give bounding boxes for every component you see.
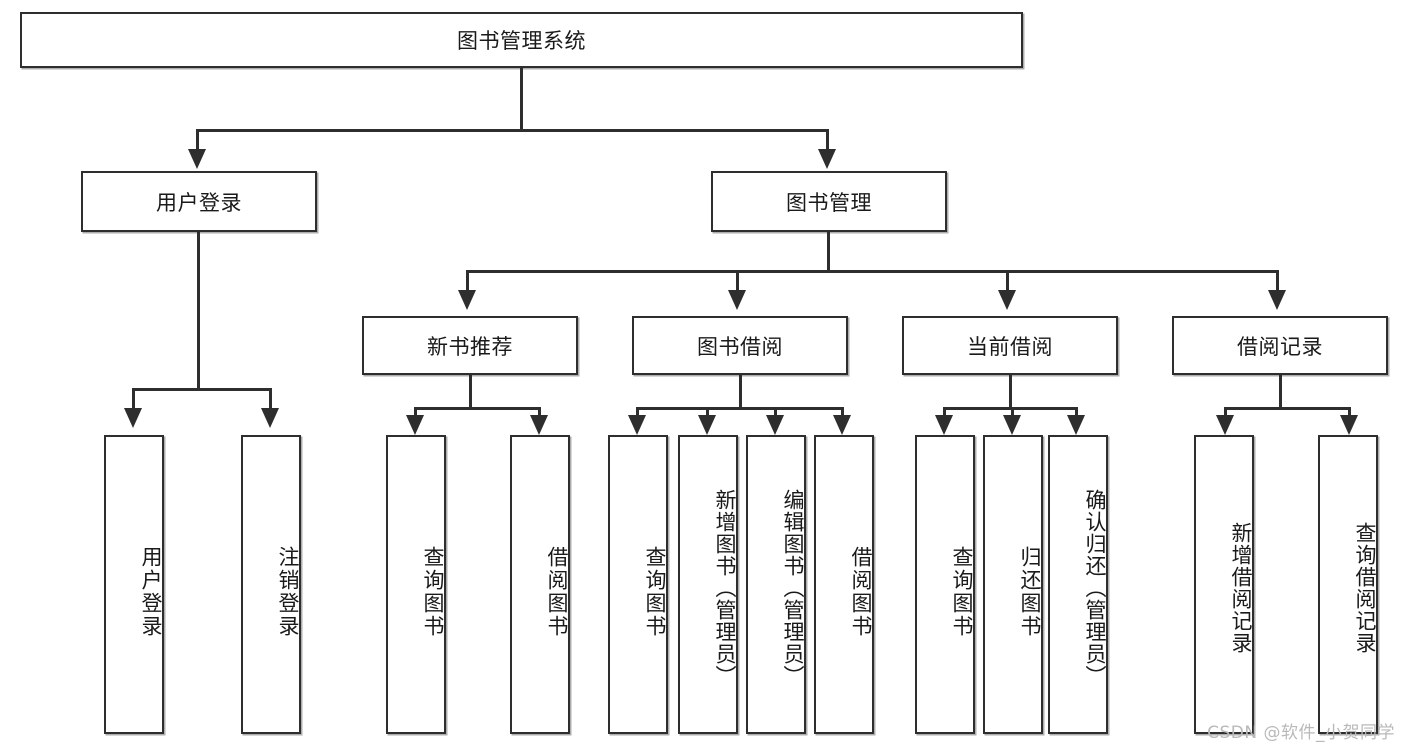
arrowhead-leaf-add-book	[698, 415, 716, 435]
leaf-query-book-2-label: 查询图书	[643, 545, 667, 638]
connector-to-user-login	[196, 129, 199, 151]
connector-level3-bus	[466, 270, 1278, 273]
arrowhead-leaf-query-book-1	[406, 415, 424, 435]
arrowhead-new-book-recommend	[458, 290, 476, 310]
connector-new-book-drop-1	[414, 407, 417, 419]
connector-current-borrow-drop-1	[943, 407, 946, 419]
leaf-edit-book-label: 编辑图书（管理员）	[781, 488, 805, 687]
arrowhead-leaf-edit-book	[766, 415, 784, 435]
leaf-add-record[interactable]: 新增借阅记录	[1194, 435, 1254, 734]
arrowhead-leaf-borrow-book-2	[833, 415, 851, 435]
connector-book-borrow-bus	[636, 407, 844, 410]
connector-new-book-bus	[414, 407, 541, 410]
connector-current-borrow-stem	[1009, 375, 1012, 410]
connector-book-borrow-drop-3	[774, 407, 777, 419]
node-borrow-record-label: 借阅记录	[1237, 334, 1323, 359]
arrowhead-leaf-logout	[261, 408, 279, 428]
node-book-borrow[interactable]: 图书借阅	[632, 316, 848, 375]
arrowhead-book-manage	[818, 149, 836, 169]
arrowhead-book-borrow	[728, 290, 746, 310]
arrowhead-leaf-user-login	[124, 408, 142, 428]
connector-level3-drop-1	[466, 270, 469, 292]
node-user-login-label: 用户登录	[156, 190, 242, 215]
leaf-logout[interactable]: 注销登录	[241, 435, 301, 734]
arrowhead-leaf-query-book-2	[628, 415, 646, 435]
leaf-borrow-book-2-label: 借阅图书	[849, 545, 873, 638]
node-user-login[interactable]: 用户登录	[81, 171, 317, 232]
leaf-query-book-1[interactable]: 查询图书	[386, 435, 446, 734]
leaf-query-book-3-label: 查询图书	[950, 545, 974, 638]
arrowhead-user-login	[188, 149, 206, 169]
connector-level3-drop-3	[1006, 270, 1009, 292]
connector-user-login-drop-1	[132, 388, 135, 410]
node-current-borrow-label: 当前借阅	[967, 334, 1053, 359]
connector-book-borrow-stem	[739, 375, 742, 410]
connector-borrow-record-drop-2	[1348, 407, 1351, 419]
connector-user-login-drop-2	[269, 388, 272, 410]
connector-to-book-manage	[826, 129, 829, 151]
leaf-query-book-2[interactable]: 查询图书	[608, 435, 668, 734]
connector-current-borrow-drop-3	[1075, 407, 1078, 419]
arrowhead-leaf-borrow-book-1	[530, 415, 548, 435]
connector-borrow-record-drop-1	[1224, 407, 1227, 419]
connector-new-book-stem	[469, 375, 472, 410]
connector-book-borrow-drop-2	[706, 407, 709, 419]
arrowhead-leaf-add-record	[1216, 415, 1234, 435]
node-root[interactable]: 图书管理系统	[20, 12, 1023, 68]
leaf-user-login-label: 用户登录	[139, 545, 163, 638]
arrowhead-borrow-record	[1268, 290, 1286, 310]
connector-current-borrow-drop-2	[1011, 407, 1014, 419]
leaf-add-book[interactable]: 新增图书（管理员）	[678, 435, 738, 734]
connector-current-borrow-bus	[943, 407, 1077, 410]
leaf-user-login[interactable]: 用户登录	[104, 435, 164, 734]
connector-level2-bus	[196, 129, 829, 132]
connector-user-login-stem	[197, 232, 200, 390]
connector-borrow-record-bus	[1224, 407, 1351, 410]
leaf-confirm-return-label: 确认归还（管理员）	[1083, 488, 1107, 687]
leaf-borrow-book-1-label: 借阅图书	[545, 545, 569, 638]
connector-new-book-drop-2	[538, 407, 541, 419]
node-book-borrow-label: 图书借阅	[697, 334, 783, 359]
leaf-return-book[interactable]: 归还图书	[983, 435, 1043, 734]
connector-level3-drop-4	[1276, 270, 1279, 292]
leaf-edit-book[interactable]: 编辑图书（管理员）	[746, 435, 806, 734]
leaf-query-record[interactable]: 查询借阅记录	[1318, 435, 1378, 734]
leaf-borrow-book-1[interactable]: 借阅图书	[510, 435, 570, 734]
connector-level3-drop-2	[736, 270, 739, 292]
node-borrow-record[interactable]: 借阅记录	[1172, 316, 1388, 375]
connector-book-borrow-drop-1	[636, 407, 639, 419]
connector-root-stem	[520, 68, 523, 131]
leaf-add-record-label: 新增借阅记录	[1229, 521, 1253, 654]
node-book-manage[interactable]: 图书管理	[711, 171, 947, 232]
arrowhead-leaf-confirm-return	[1067, 415, 1085, 435]
node-current-borrow[interactable]: 当前借阅	[902, 316, 1118, 375]
leaf-add-book-label: 新增图书（管理员）	[713, 488, 737, 687]
arrowhead-leaf-query-record	[1340, 415, 1358, 435]
leaf-logout-label: 注销登录	[276, 545, 300, 638]
leaf-query-record-label: 查询借阅记录	[1353, 521, 1377, 654]
node-new-book-recommend[interactable]: 新书推荐	[362, 316, 578, 375]
arrowhead-leaf-query-book-3	[935, 415, 953, 435]
connector-borrow-record-stem	[1279, 375, 1282, 410]
node-book-manage-label: 图书管理	[786, 190, 872, 215]
connector-book-borrow-drop-4	[841, 407, 844, 419]
connector-user-login-bus	[132, 388, 269, 391]
leaf-query-book-3[interactable]: 查询图书	[915, 435, 975, 734]
connector-book-manage-stem	[827, 232, 830, 272]
arrowhead-leaf-return-book	[1003, 415, 1021, 435]
leaf-query-book-1-label: 查询图书	[421, 545, 445, 638]
leaf-borrow-book-2[interactable]: 借阅图书	[814, 435, 874, 734]
leaf-return-book-label: 归还图书	[1018, 545, 1042, 638]
leaf-confirm-return[interactable]: 确认归还（管理员）	[1048, 435, 1108, 734]
node-root-label: 图书管理系统	[457, 29, 586, 53]
arrowhead-current-borrow	[998, 290, 1016, 310]
node-new-book-recommend-label: 新书推荐	[427, 334, 513, 359]
